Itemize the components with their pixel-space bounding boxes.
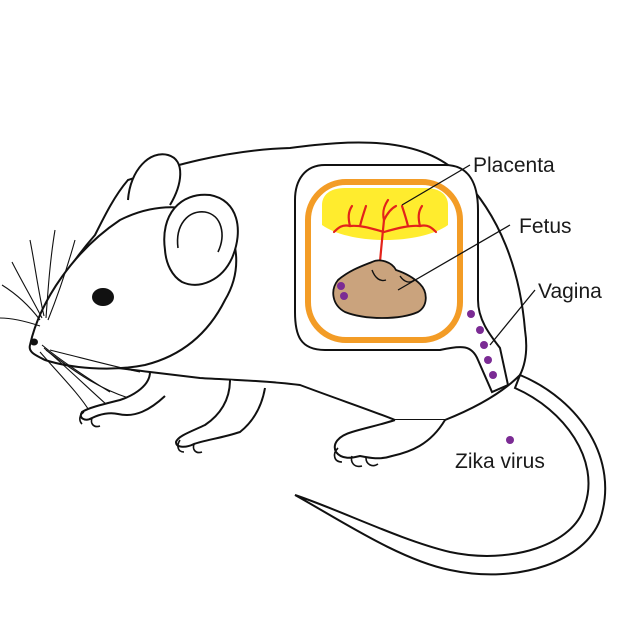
placental-vessels bbox=[332, 198, 438, 287]
fetus bbox=[332, 259, 427, 319]
uterine-wall bbox=[305, 179, 463, 343]
front-ear bbox=[163, 193, 239, 286]
mouse-nose bbox=[30, 338, 38, 346]
mouse-tail bbox=[294, 373, 607, 576]
zika-virus-particles bbox=[337, 282, 514, 444]
back-ear bbox=[127, 153, 182, 206]
placenta bbox=[322, 188, 448, 240]
mouse-eye bbox=[92, 288, 114, 306]
middle-paw-toes bbox=[177, 439, 203, 454]
hind-paw-toes bbox=[333, 447, 379, 468]
leader-lines bbox=[397, 164, 536, 346]
label-vagina: Vagina bbox=[538, 280, 602, 303]
label-zika-virus: Zika virus bbox=[455, 450, 545, 473]
label-fetus: Fetus bbox=[519, 215, 572, 238]
front-leg bbox=[79, 371, 166, 421]
front-paw-toes bbox=[79, 411, 101, 428]
middle-leg bbox=[174, 379, 266, 448]
front-ear-inner bbox=[176, 211, 223, 253]
label-placenta: Placenta bbox=[473, 154, 555, 177]
hind-leg bbox=[333, 419, 446, 460]
